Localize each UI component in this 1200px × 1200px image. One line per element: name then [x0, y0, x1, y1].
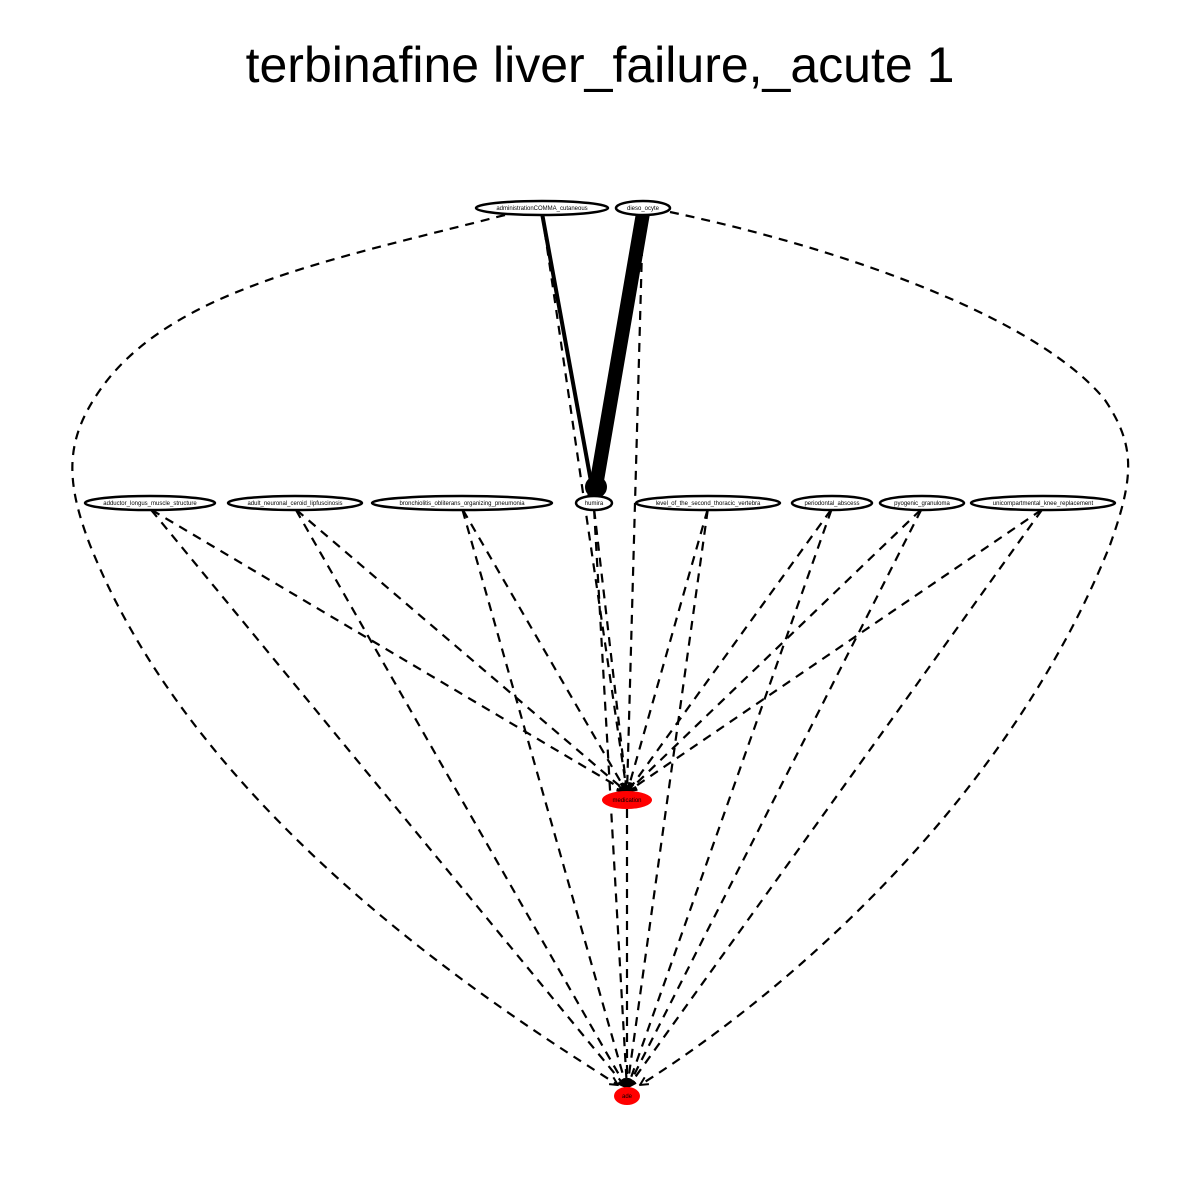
nodes-layer: administrationCOMMA_cutaneous dieso_ocyte…	[83, 199, 1117, 1105]
edge-adult-to-ade	[295, 509, 626, 1087]
diagram-title: terbinafine liver_failure,_acute 1	[245, 37, 955, 93]
node-adult[interactable]: adult_neuronal_ceroid_lipfuscinosis	[226, 494, 364, 512]
edge-dieso-to-humira	[587, 208, 650, 503]
edge-level-to-ade	[627, 509, 709, 1087]
node-adductor[interactable]: adductor_longus_muscle_structure	[83, 494, 217, 512]
node-dieso-label: dieso_ocyte	[627, 206, 660, 212]
edge-administration-to-ade	[71, 213, 618, 1085]
edge-adductor-to-medication	[151, 509, 626, 791]
node-bronch-shape	[370, 494, 554, 512]
edge-level-to-medication	[628, 509, 709, 791]
edge-perio-to-ade	[628, 509, 833, 1087]
node-perio-shape	[790, 494, 874, 512]
node-humira-shape	[574, 494, 614, 512]
edge-dieso-to-ade	[640, 210, 1130, 1085]
edge-bronch-to-ade	[461, 509, 627, 1087]
node-dieso[interactable]: dieso_ocyte	[614, 199, 672, 217]
node-adult-shape	[226, 494, 364, 512]
node-unicomp-shape	[969, 494, 1117, 512]
node-ade-shape	[614, 1087, 640, 1105]
node-bronch-label: bronchiolitis_obliterans_organizing_pneu…	[399, 501, 525, 507]
node-administration-shape	[474, 199, 610, 217]
edge-adult-to-medication	[295, 509, 625, 791]
node-pyogenic-label: pyogenic_granuloma	[894, 501, 950, 507]
node-perio-label: periodontal_abscess	[804, 501, 859, 507]
node-level[interactable]: level_of_the_second_thoracic_vertebra	[634, 494, 782, 512]
edge-unicomp-to-ade	[628, 509, 1043, 1087]
node-unicomp[interactable]: unicompartmental_knee_replacement	[969, 494, 1117, 512]
edge-administration-to-humira	[540, 213, 596, 498]
edge-pyogenic-to-medication	[628, 509, 922, 791]
node-ade-label: ade	[622, 1094, 633, 1100]
edges-layer	[71, 208, 1130, 1087]
node-level-shape	[634, 494, 782, 512]
edge-adductor-to-ade	[150, 509, 625, 1087]
edge-bronch-to-medication	[462, 509, 626, 791]
node-unicomp-label: unicompartmental_knee_replacement	[993, 501, 1094, 507]
edge-pyogenic-to-ade	[628, 509, 923, 1087]
node-level-label: level_of_the_second_thoracic_vertebra	[656, 501, 761, 507]
node-dieso-shape	[614, 199, 672, 217]
node-adult-label: adult_neuronal_ceroid_lipfuscinosis	[247, 501, 342, 507]
node-administration[interactable]: administrationCOMMA_cutaneous	[474, 199, 610, 217]
node-humira-label: humira	[585, 501, 604, 507]
edge-unicomp-to-medication	[629, 509, 1042, 791]
node-pyogenic-shape	[878, 494, 966, 512]
node-bronch[interactable]: bronchiolitis_obliterans_organizing_pneu…	[370, 494, 554, 512]
edge-junction-marker	[585, 476, 607, 498]
node-perio[interactable]: periodontal_abscess	[790, 494, 874, 512]
edge-humira-to-medication	[593, 509, 627, 791]
node-administration-label: administrationCOMMA_cutaneous	[496, 206, 587, 212]
node-adductor-label: adductor_longus_muscle_structure	[103, 501, 197, 507]
node-medication-label: medication	[612, 798, 641, 804]
node-pyogenic[interactable]: pyogenic_granuloma	[878, 494, 966, 512]
edge-perio-to-medication	[628, 509, 832, 791]
node-medication-shape	[602, 791, 652, 809]
node-humira[interactable]: humira	[574, 494, 614, 512]
node-medication[interactable]: medication	[602, 791, 652, 809]
node-adductor-shape	[83, 494, 217, 512]
node-ade[interactable]: ade	[614, 1087, 640, 1105]
